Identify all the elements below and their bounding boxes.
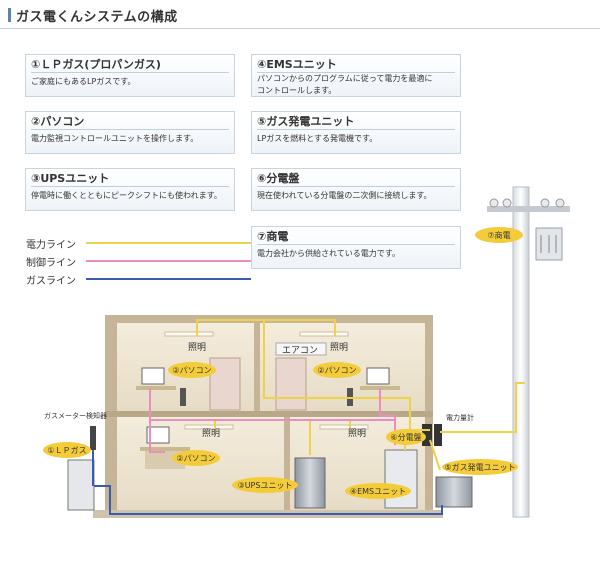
legend-power: 電力ライン — [26, 236, 251, 251]
card-ems: ④EMSユニット パソコンからのプログラムに従って電力を最適にコントロールします… — [251, 54, 461, 97]
card-panel: ⑥分電盤 現在使われている分電盤の二次側に接続します。 — [251, 168, 461, 211]
badge-panel: ⑥分電盤 — [386, 429, 426, 445]
label-aircon: エアコン — [282, 346, 318, 356]
legend-label: 制御ライン — [26, 258, 76, 269]
card-title: ⑤ガス発電ユニット — [257, 115, 455, 130]
svg-text:④EMSユニット: ④EMSユニット — [350, 487, 406, 496]
svg-text:③UPSユニット: ③UPSユニット — [238, 481, 293, 490]
svg-text:⑥分電盤: ⑥分電盤 — [390, 432, 421, 442]
badge-utility: ⑦商電 — [475, 227, 523, 243]
card-title: ③UPSユニット — [31, 172, 229, 187]
legend-control: 制御ライン — [26, 254, 251, 269]
card-utility: ⑦商電 電力会社から供給されている電力です。 — [251, 226, 461, 269]
card-desc: 現在使われている分電盤の二次側に接続します。 — [257, 191, 432, 200]
page-title: ガス電くんシステムの構成 — [16, 10, 178, 25]
ups-cabinet — [294, 457, 326, 509]
badge-pc-1: ②パソコン — [168, 362, 216, 378]
pc-desk-upper-left — [136, 367, 186, 406]
legend-label: ガスライン — [26, 276, 76, 287]
card-desc: ご家庭にもあるLPガスです。 — [31, 77, 136, 86]
header-accent-bar — [8, 8, 11, 22]
power-meter-device — [434, 424, 442, 446]
card-desc: LPガスを燃料とする発電機です。 — [257, 134, 378, 143]
svg-text:⑦商電: ⑦商電 — [487, 230, 510, 240]
card-lp-gas: ①ＬＰガス(プロパンガス) ご家庭にもあるLPガスです。 — [25, 54, 235, 97]
card-title: ①ＬＰガス(プロパンガス) — [31, 58, 229, 73]
card-title: ②パソコン — [31, 115, 229, 130]
card-title: ④EMSユニット — [257, 58, 455, 73]
legend-gas: ガスライン — [26, 272, 251, 287]
card-pc: ②パソコン 電力監視コントロールユニットを操作します。 — [25, 111, 235, 154]
card-generator: ⑤ガス発電ユニット LPガスを燃料とする発電機です。 — [251, 111, 461, 154]
card-desc: 電力監視コントロールユニットを操作します。 — [31, 134, 199, 143]
legend-swatch — [86, 242, 251, 244]
utility-pole — [487, 186, 570, 518]
badge-pc-3: ②パソコン — [172, 450, 220, 466]
badge-pc-2: ②パソコン — [313, 362, 361, 378]
label-lighting-1: 照明 — [188, 342, 206, 353]
label-lighting-2: 照明 — [330, 342, 348, 353]
svg-text:②パソコン: ②パソコン — [172, 366, 211, 375]
card-desc: 停電時に働くとともにピークシフトにも使われます。 — [31, 191, 222, 200]
label-gas-meter: ガスメーター検知器 — [44, 411, 107, 420]
card-title: ⑥分電盤 — [257, 172, 455, 187]
gas-lines — [92, 450, 443, 515]
card-title: ⑦商電 — [257, 230, 455, 245]
distribution-panel — [422, 424, 432, 446]
label-power-meter: 電力量計 — [446, 413, 474, 422]
svg-text:②パソコン: ②パソコン — [176, 454, 215, 463]
svg-text:①ＬＰガス: ①ＬＰガス — [47, 445, 86, 455]
gas-meter-device — [90, 426, 96, 450]
card-desc: パソコンからのプログラムに従って電力を最適にコントロールします。 — [257, 74, 433, 95]
page-header: ガス電くんシステムの構成 — [0, 0, 600, 30]
svg-text:⑤ガス発電ユニット: ⑤ガス発電ユニット — [444, 462, 515, 472]
ems-cabinet — [384, 449, 418, 509]
card-ups: ③UPSユニット 停電時に働くとともにピークシフトにも使われます。 — [25, 168, 235, 211]
badge-ems: ④EMSユニット — [345, 483, 411, 499]
header-divider — [0, 28, 600, 29]
svg-text:②パソコン: ②パソコン — [317, 366, 356, 375]
card-desc: 電力会社から供給されている電力です。 — [257, 249, 400, 258]
label-lighting-3: 照明 — [202, 428, 220, 439]
legend-swatch — [86, 278, 251, 280]
badge-generator: ⑤ガス発電ユニット — [442, 459, 518, 475]
legend-label: 電力ライン — [26, 240, 76, 251]
legend-swatch — [86, 260, 251, 262]
badge-ups: ③UPSユニット — [232, 477, 298, 493]
label-lighting-4: 照明 — [348, 428, 366, 439]
gas-generator — [435, 476, 473, 508]
badge-lp-gas: ①ＬＰガス — [43, 442, 91, 458]
lp-gas-cylinder — [67, 459, 95, 511]
